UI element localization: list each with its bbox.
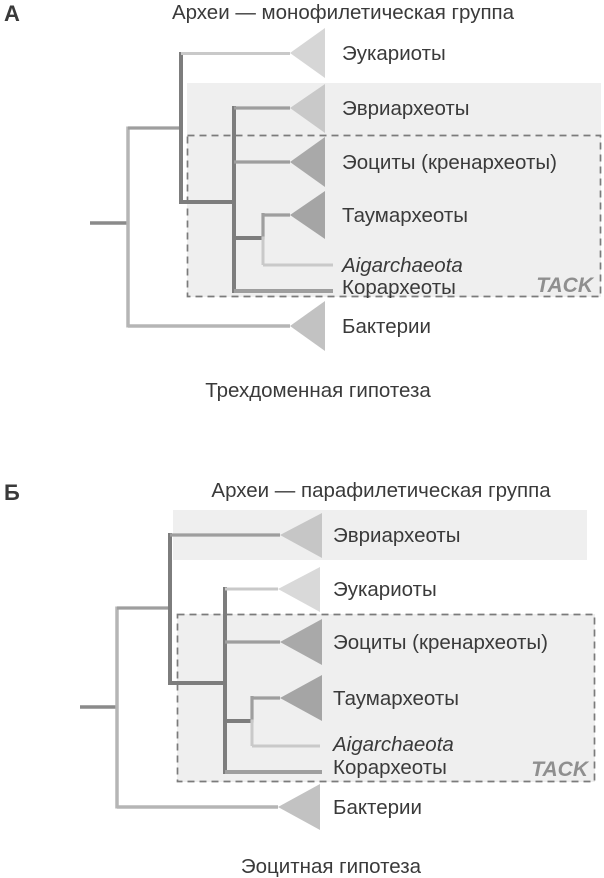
panel-b-caption: Эоцитная гипотеза — [241, 855, 422, 878]
clade-triangle-eocytes-b — [280, 619, 322, 665]
taxon-label-eukaryotes-b: Эукариоты — [333, 578, 437, 601]
clade-triangle-thaumarchaeotes-a — [290, 191, 325, 239]
taxon-label-eocytes-a: Эоциты (кренархеоты) — [342, 151, 557, 174]
clade-triangle-thaumarchaeotes-b — [280, 675, 322, 721]
clade-triangle-eukaryotes-a — [290, 28, 325, 78]
clade-triangle-bacteria-b — [278, 784, 320, 830]
clade-triangle-bacteria-a — [290, 301, 325, 351]
taxon-label-korarchaeotes-b: Корархеоты — [333, 756, 447, 779]
taxon-label-eukaryotes-a: Эукариоты — [342, 42, 446, 65]
panel-a: А Археи — монофилетическая группа Эукари… — [4, 1, 602, 402]
taxon-label-aigarchaeota-a: Aigarchaeota — [340, 254, 463, 277]
tack-dashed-box-b — [176, 613, 596, 783]
clade-triangle-eocytes-a — [290, 137, 325, 187]
tack-label-a: TACK — [536, 274, 595, 297]
panel-a-caption: Трехдоменная гипотеза — [205, 379, 431, 402]
panel-a-letter: А — [4, 1, 20, 26]
taxon-label-aigarchaeota-b: Aigarchaeota — [331, 733, 454, 756]
taxon-label-eocytes-b: Эоциты (кренархеоты) — [333, 631, 548, 654]
clade-triangle-euryarchaeotes-b — [280, 513, 322, 558]
taxon-label-bacteria-b: Бактерии — [333, 796, 422, 819]
clade-triangle-eukaryotes-b — [278, 567, 320, 612]
panel-b-title: Археи — парафилетическая группа — [211, 479, 551, 502]
panel-b: Б Археи — парафилетическая группа Эвриар… — [4, 479, 596, 878]
taxon-label-korarchaeotes-a: Корархеоты — [342, 276, 456, 299]
taxon-label-thaumarchaeotes-a: Таумархеоты — [342, 204, 468, 227]
panel-a-title: Археи — монофилетическая группа — [172, 1, 515, 24]
tack-dashed-box-a — [186, 134, 602, 298]
clade-triangle-euryarchaeotes-a — [290, 84, 325, 133]
archaea-shade-a — [187, 83, 601, 297]
taxon-label-euryarchaeotes-b: Эвриархеоты — [333, 524, 461, 547]
panel-b-letter: Б — [4, 480, 20, 505]
taxon-label-euryarchaeotes-a: Эвриархеоты — [342, 97, 470, 120]
taxon-label-bacteria-a: Бактерии — [342, 315, 431, 338]
tack-label-b: TACK — [531, 758, 590, 781]
taxon-label-thaumarchaeotes-b: Таумархеоты — [333, 687, 459, 710]
